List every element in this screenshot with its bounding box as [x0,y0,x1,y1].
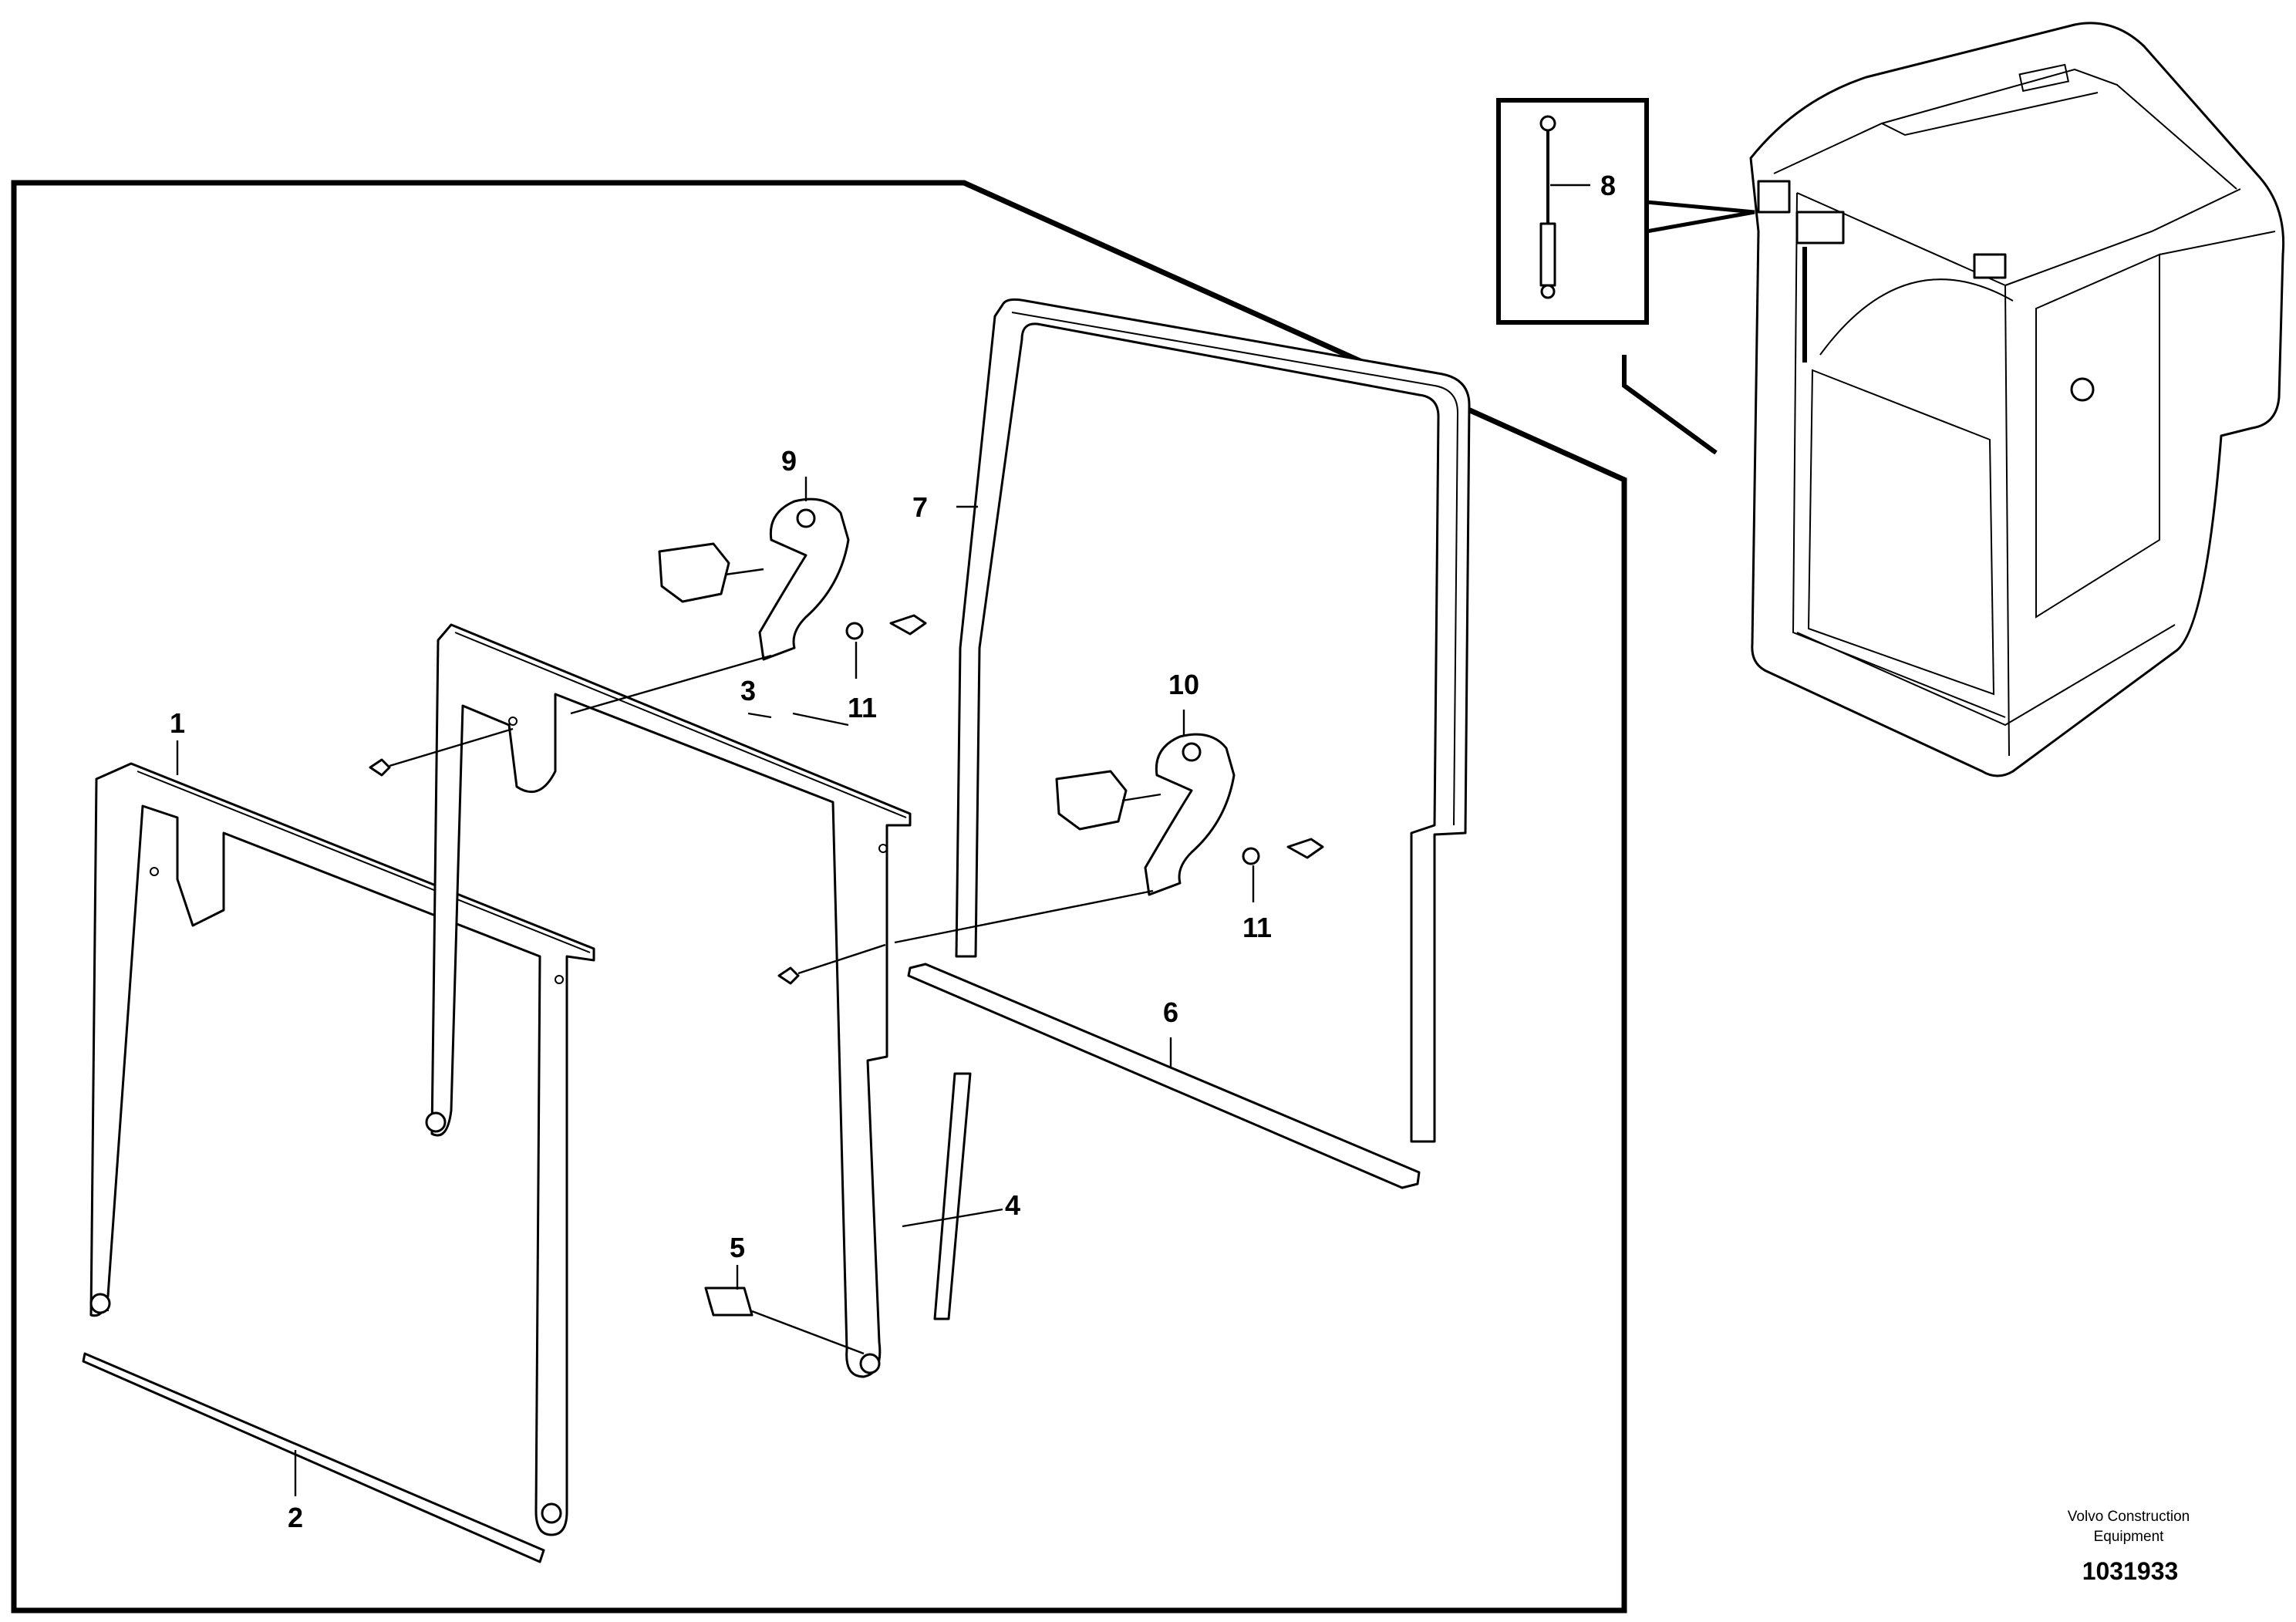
frame-part-3 [425,623,912,1378]
drawing-number: 1031933 [2082,1557,2179,1585]
callout-7: 7 [912,491,928,523]
window-seal-part-7 [955,298,1471,1143]
callout-3: 3 [740,675,756,706]
callout-11-upper: 11 [848,692,877,723]
callout-1: 1 [170,707,185,739]
callout-2: 2 [288,1502,303,1533]
handle-part-10 [1055,733,1324,896]
detail-frame [11,180,1627,1614]
callout-5: 5 [730,1232,745,1263]
handle-part-9 [658,497,927,661]
pin-lower [777,966,800,985]
frame-part-1 [89,762,595,1536]
callout-9: 9 [781,445,797,477]
callout-6: 6 [1163,996,1178,1028]
credit-line-2: Equipment [2094,1529,2165,1545]
seal-strip-part-2 [82,1352,545,1563]
vertical-seal-part-4 [933,1072,972,1320]
block-part-5 [704,1286,754,1317]
detail-pointer [1622,355,1715,454]
gas-strut-part [1539,115,1556,299]
callout-8: 8 [1600,170,1616,201]
inset-box-gas-strut [1496,98,1649,325]
callout-11-lower: 11 [1242,912,1272,943]
callout-4: 4 [1005,1189,1020,1221]
cab-overview [1749,22,2285,777]
horizontal-seal-part-6 [907,963,1421,1189]
callout-10: 10 [1168,669,1199,700]
pin-upper [369,758,391,777]
credit-line-1: Volvo Construction [2068,1509,2190,1525]
inset-pointer [1646,200,1755,234]
